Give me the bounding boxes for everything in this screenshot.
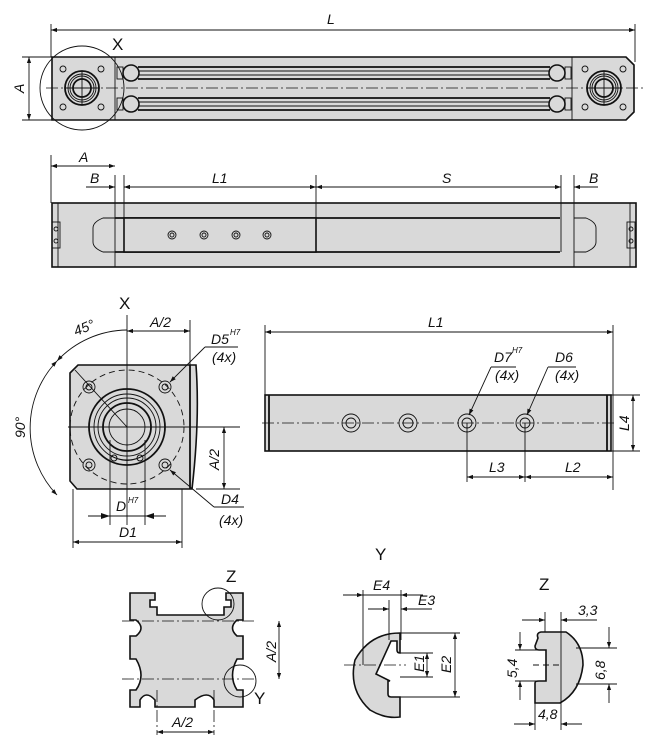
label-d7-count: (4x) xyxy=(495,367,519,383)
rail-slots xyxy=(116,64,572,113)
detail-y-circle xyxy=(223,664,257,698)
label-d-tolerance: H7 xyxy=(128,496,139,505)
dim-a-side: A xyxy=(78,149,88,165)
label-d7: D7 xyxy=(494,349,513,365)
dim-a-half-top: A/2 xyxy=(149,314,171,330)
label-e3: E3 xyxy=(418,592,435,608)
side-view: A B L1 S B xyxy=(50,149,637,268)
label-d7-tolerance: H7 xyxy=(512,346,523,355)
bearing-right-icon xyxy=(581,65,627,111)
label-d5-tolerance: H7 xyxy=(230,328,241,337)
dim-a-half-right: A/2 xyxy=(206,449,222,471)
label-l2: L2 xyxy=(565,459,581,475)
label-d5-count: (4x) xyxy=(212,349,236,365)
dim-b-right: B xyxy=(589,170,598,186)
carriage-holes xyxy=(167,230,272,240)
detail-z-circle xyxy=(201,587,235,621)
profile-dim-a-half-bottom: A/2 xyxy=(171,714,193,730)
dim-l1-side: L1 xyxy=(212,170,228,186)
angle-90: 90° xyxy=(12,416,28,438)
mount-holes-x xyxy=(82,380,172,472)
detail-x-marker: X xyxy=(112,35,123,54)
label-d1: D1 xyxy=(119,524,137,540)
detail-y-view: Y E4 E3 E1 E2 xyxy=(343,545,460,719)
profile-section: Z Y A/2 A/2 xyxy=(122,567,282,735)
bearing-left-icon xyxy=(59,65,105,111)
label-l4: L4 xyxy=(616,415,632,431)
detail-y-title: Y xyxy=(375,545,386,564)
dim-s: S xyxy=(442,170,452,186)
label-d5: D5 xyxy=(211,331,229,347)
label-z-left: 5,4 xyxy=(504,658,520,678)
label-z-right: 6,8 xyxy=(592,660,608,680)
label-z-bottom: 4,8 xyxy=(538,706,558,722)
detail-x-circle xyxy=(39,45,125,131)
dim-l: L xyxy=(327,11,335,27)
label-d6-count: (4x) xyxy=(555,367,579,383)
label-d4: D4 xyxy=(221,491,239,507)
label-e2: E2 xyxy=(438,656,454,673)
profile-y-marker: Y xyxy=(254,689,265,708)
dim-a: A xyxy=(11,84,27,94)
label-l1: L1 xyxy=(428,314,444,330)
carriage-view: L1 D7 H7 (4x) D6 (4x) L4 L3 L2 xyxy=(262,314,640,490)
detail-z-title: Z xyxy=(539,575,549,594)
label-e1: E1 xyxy=(411,655,427,672)
profile-dim-a-half-right: A/2 xyxy=(263,641,279,663)
label-l3: L3 xyxy=(489,459,505,475)
label-z-top: 3,3 xyxy=(578,602,598,618)
profile-z-marker: Z xyxy=(226,567,236,586)
label-d6: D6 xyxy=(555,349,573,365)
carriage-side xyxy=(123,217,317,253)
detail-z-view: Z 3,3 5,4 6,8 4,8 xyxy=(504,575,617,730)
top-view: X L A xyxy=(11,11,645,131)
label-d4-count: (4x) xyxy=(219,512,243,528)
detail-x-title: X xyxy=(119,294,130,313)
label-d: D xyxy=(116,498,126,514)
detail-x-view: X 45° 90° A/2 A/2 xyxy=(12,294,244,548)
dim-b-left: B xyxy=(90,170,99,186)
angle-45: 45° xyxy=(71,316,97,339)
label-e4: E4 xyxy=(373,577,390,593)
